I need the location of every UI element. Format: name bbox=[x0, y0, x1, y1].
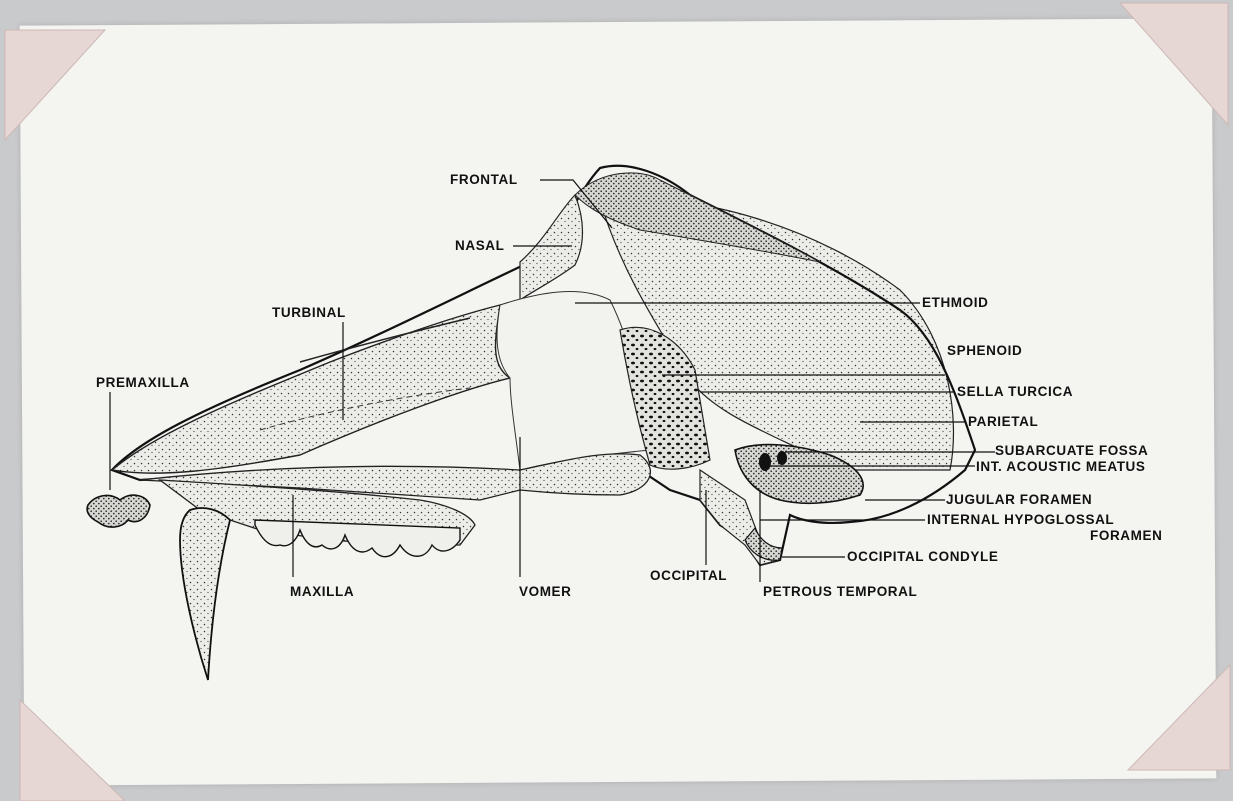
label-parietal: PARIETAL bbox=[968, 414, 1038, 429]
label-turbinal: TURBINAL bbox=[272, 305, 346, 320]
label-int-acoustic-meatus: INT. ACOUSTIC MEATUS bbox=[976, 459, 1146, 474]
label-internal-hypoglossal: INTERNAL HYPOGLOSSAL bbox=[927, 512, 1114, 527]
label-frontal: FRONTAL bbox=[450, 172, 518, 187]
occipital-condyle bbox=[745, 528, 782, 560]
incisors bbox=[87, 495, 150, 527]
label-jugular-foramen: JUGULAR FORAMEN bbox=[946, 492, 1092, 507]
label-maxilla: MAXILLA bbox=[290, 584, 354, 599]
label-petrous-temporal: PETROUS TEMPORAL bbox=[763, 584, 917, 599]
label-sella-turcica: SELLA TURCICA bbox=[957, 384, 1073, 399]
label-sphenoid: SPHENOID bbox=[947, 343, 1022, 358]
label-premaxilla: PREMAXILLA bbox=[96, 375, 190, 390]
acoustic-meatus-hole bbox=[759, 453, 771, 471]
label-occipital-condyle: OCCIPITAL CONDYLE bbox=[847, 549, 998, 564]
label-nasal: NASAL bbox=[455, 238, 505, 253]
label-subarcuate-fossa: SUBARCUATE FOSSA bbox=[995, 443, 1148, 458]
label-vomer: VOMER bbox=[519, 584, 572, 599]
label-foramen: FORAMEN bbox=[1090, 528, 1162, 543]
subarcuate-fossa-hole bbox=[777, 451, 787, 465]
label-ethmoid: ETHMOID bbox=[922, 295, 988, 310]
canine-tooth bbox=[180, 508, 230, 680]
nasal-bone bbox=[520, 195, 583, 300]
label-occipital: OCCIPITAL bbox=[650, 568, 727, 583]
